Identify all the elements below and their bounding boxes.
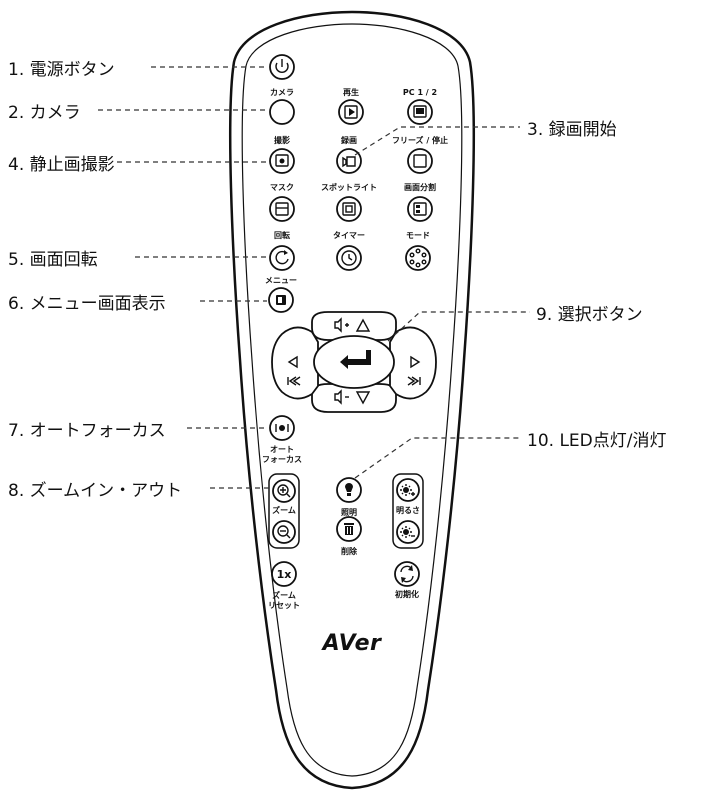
navigation-pad	[271, 311, 437, 413]
zoom-in-button[interactable]	[272, 479, 296, 503]
record-icon	[342, 156, 356, 168]
callout-menu: 6. メニュー画面表示	[8, 294, 166, 314]
enter-button[interactable]	[313, 335, 395, 389]
volume-down-button[interactable]	[311, 383, 397, 413]
sun-minus-icon	[400, 526, 415, 538]
mask-label: マスク	[270, 182, 294, 192]
mask-button[interactable]	[269, 196, 295, 222]
callout-capture: 4. 静止画撮影	[8, 155, 115, 175]
split-label: 画面分割	[404, 182, 436, 192]
delete-button[interactable]	[336, 516, 362, 542]
volume-up-button[interactable]	[311, 311, 397, 341]
zoom-reset-button[interactable]: 1x	[271, 561, 297, 587]
lamp-button[interactable]	[336, 477, 362, 503]
play-label: 再生	[343, 87, 359, 97]
brightness-down-button[interactable]	[396, 520, 420, 544]
zoom-out-icon	[277, 525, 289, 537]
split-screen-icon	[413, 202, 427, 216]
mode-label: モード	[406, 231, 430, 240]
callout-camera: 2. カメラ	[8, 103, 81, 123]
speaker-icon-2	[334, 389, 342, 405]
remote-body-inner	[241, 23, 463, 777]
menu-button[interactable]	[268, 287, 294, 313]
callout-rotate: 5. 画面回転	[8, 250, 98, 270]
power-icon	[275, 62, 289, 73]
freeze-stop-label: フリーズ / 停止	[392, 135, 448, 145]
sun-plus-icon	[400, 484, 415, 496]
aver-logo: AVer	[321, 631, 382, 656]
triangle-right-icon	[410, 355, 421, 369]
callout-autofocus: 7. オートフォーカス	[8, 421, 166, 441]
timer-label: タイマー	[333, 230, 365, 240]
mask-icon	[275, 202, 289, 216]
callout-select: 9. 選択ボタン	[536, 305, 643, 325]
skip-forward-icon	[407, 376, 421, 386]
record-button[interactable]	[336, 148, 362, 174]
init-label: 初期化	[395, 589, 419, 599]
init-button[interactable]	[394, 561, 420, 587]
clock-icon	[341, 250, 357, 266]
one-x-icon: 1x	[277, 568, 292, 581]
spotlight-button[interactable]	[336, 196, 362, 222]
delete-label: 削除	[341, 546, 358, 556]
brightness-label: 明るさ	[396, 506, 420, 515]
autofocus-button[interactable]	[269, 415, 295, 441]
spotlight-label: スポットライト	[321, 182, 377, 192]
zoom-reset-label-2: リセット	[268, 601, 300, 610]
brightness-up-button[interactable]	[396, 478, 420, 502]
speaker-icon	[334, 317, 342, 333]
rotate-icon	[275, 250, 289, 265]
split-button[interactable]	[407, 196, 433, 222]
camera-button[interactable]	[269, 99, 295, 125]
callout-record: 3. 録画開始	[527, 120, 617, 140]
rotate-label: 回転	[274, 230, 290, 240]
menu-label: メニュー	[265, 276, 297, 285]
mode-button[interactable]	[405, 245, 431, 271]
zoom-label: ズーム	[272, 505, 296, 515]
capture-button[interactable]	[269, 148, 295, 174]
previous-button[interactable]	[271, 326, 319, 400]
callout-led: 10. LED点灯/消灯	[527, 431, 667, 451]
power-button[interactable]	[269, 54, 295, 80]
light-bulb-icon	[345, 483, 353, 492]
trash-icon	[344, 523, 354, 535]
play-button[interactable]	[338, 99, 364, 125]
mode-icon	[409, 248, 427, 268]
record-label: 録画	[341, 135, 357, 145]
next-button[interactable]	[389, 326, 437, 400]
callout-zoom: 8. ズームイン・アウト	[8, 481, 183, 501]
freeze-stop-button[interactable]	[407, 148, 433, 174]
rotate-button[interactable]	[269, 245, 295, 271]
capture-label: 撮影	[274, 135, 290, 145]
autofocus-label-2: フォーカス	[262, 455, 302, 464]
lamp-label: 照明	[341, 508, 357, 517]
skip-back-icon	[287, 376, 301, 386]
enter-arrow-icon	[340, 350, 371, 369]
play-icon	[349, 108, 355, 116]
pc-button[interactable]	[407, 99, 433, 125]
zoom-out-button[interactable]	[272, 520, 296, 544]
triangle-left-icon	[287, 355, 298, 369]
camera-label: カメラ	[270, 88, 294, 97]
callout-power: 1. 電源ボタン	[8, 60, 115, 80]
pc-icon	[413, 105, 427, 118]
zoom-reset-label-1: ズーム	[272, 590, 296, 600]
stop-icon	[413, 154, 427, 168]
spotlight-icon	[342, 202, 356, 216]
timer-button[interactable]	[336, 245, 362, 271]
autofocus-icon	[275, 424, 289, 432]
autofocus-label-1: オート	[270, 445, 294, 454]
triangle-up-icon	[355, 318, 371, 332]
triangle-down-icon	[355, 391, 371, 405]
zoom-in-icon	[277, 484, 289, 496]
pc-label: PC 1 / 2	[403, 88, 437, 97]
camera-icon	[275, 154, 289, 167]
